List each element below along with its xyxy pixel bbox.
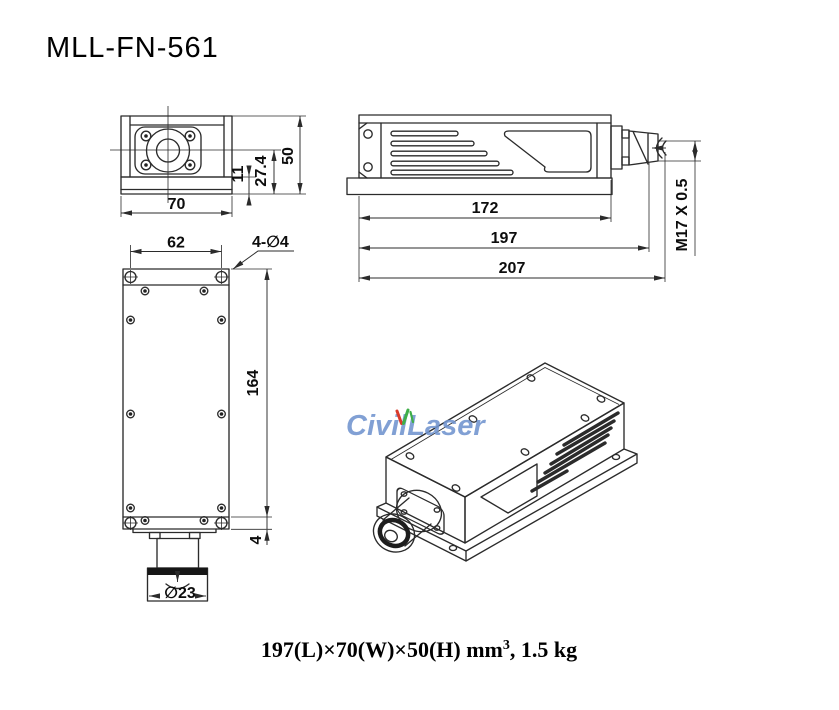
flange-screws — [140, 130, 196, 171]
dim-front-height: 50 — [280, 147, 297, 165]
dim-base-height: 11 — [230, 165, 247, 182]
vent-slots — [390, 130, 514, 176]
front-view: 70 50 27.4 11 — [110, 106, 306, 217]
size-caption: 197(L)×70(W)×50(H) mm3, 1.5 kg — [261, 637, 577, 662]
logo-accent-green2 — [409, 410, 415, 424]
bottom-barrel: ∅23 — [132, 528, 217, 602]
dim-body-length: 172 — [472, 200, 499, 217]
iso-cap-ring — [377, 517, 411, 549]
dim-front-width: 70 — [168, 196, 186, 213]
iso-vent-slots — [530, 411, 620, 493]
dim-base-lip: 4 — [248, 535, 265, 544]
logo-accent-red — [395, 409, 403, 425]
watermark-text: CivilLaser — [346, 410, 486, 442]
dim-barrel-diameter: ∅23 — [164, 585, 196, 602]
iso-aperture — [384, 529, 398, 543]
iso-output-barrel — [372, 487, 445, 553]
page-title: MLL-FN-561 — [46, 32, 219, 64]
label-mount-holes: 4-∅4 — [252, 234, 289, 251]
caption-rest: , 1.5 kg — [510, 637, 577, 662]
logo-accent-green — [402, 408, 410, 425]
side-panel — [503, 130, 592, 173]
dim-length-to-thread: 197 — [491, 230, 518, 247]
dim-top-length: 164 — [245, 370, 262, 397]
side-view: M17 X 0.5 172 197 207 — [346, 114, 701, 282]
dim-hole-spacing: 62 — [167, 235, 185, 252]
output-barrel — [610, 125, 667, 170]
thread-symbol — [165, 583, 190, 590]
top-view: ∅23 62 4-∅4 164 4 — [122, 234, 294, 602]
mounting-holes — [123, 270, 229, 530]
dim-thread-spec: M17 X 0.5 — [674, 178, 691, 251]
caption-main: 197(L)×70(W)×50(H) mm — [261, 637, 503, 662]
iso-side-panel — [480, 463, 538, 514]
cover-screws — [126, 286, 226, 525]
dim-beam-height: 27.4 — [253, 155, 270, 186]
base-skirt — [376, 448, 638, 562]
iso-top-screws — [405, 374, 606, 492]
watermark-logo: CivilLaser — [346, 408, 486, 442]
dim-total-length: 207 — [499, 260, 526, 277]
iso-view: CivilLaser — [346, 362, 638, 562]
caption-superscript: 3 — [503, 638, 510, 653]
